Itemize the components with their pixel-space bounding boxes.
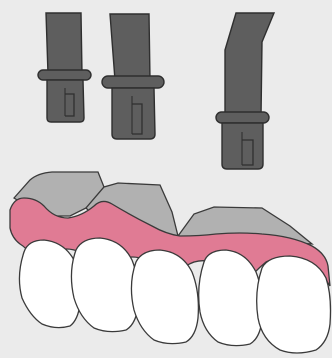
angled-abutment-icon <box>216 13 274 169</box>
straight-abutment-icon-left <box>38 13 91 122</box>
straight-abutment-icon-right <box>102 14 164 139</box>
tooth-5 <box>257 256 331 353</box>
implant-bridge-icon <box>10 172 331 353</box>
